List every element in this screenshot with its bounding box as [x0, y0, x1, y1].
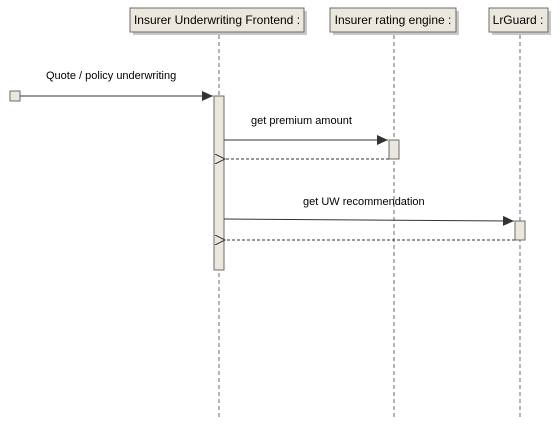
- lifeline-frontend-header: Insurer Underwriting Frontend :: [129, 7, 307, 35]
- message-uw-arrow: [223, 215, 515, 226]
- message-premium-label: get premium amount: [251, 115, 352, 127]
- activation-frontend: [213, 95, 225, 271]
- lifeline-lrguard-header: LrGuard :: [488, 7, 551, 35]
- lifeline-lrguard-label: LrGuard :: [493, 13, 544, 27]
- message-quote-label: Quote / policy underwriting: [46, 70, 176, 82]
- lifeline-rating-engine-header: Insurer rating engine :: [329, 7, 459, 35]
- activation-rating-engine: [388, 139, 400, 160]
- found-message-origin: [9, 90, 21, 102]
- message-uw-label: get UW recommendation: [303, 196, 425, 208]
- lifeline-rating-engine-label: Insurer rating engine :: [335, 13, 452, 27]
- lifeline-frontend-label: Insurer Underwriting Frontend :: [134, 13, 300, 27]
- activation-lrguard: [514, 220, 526, 241]
